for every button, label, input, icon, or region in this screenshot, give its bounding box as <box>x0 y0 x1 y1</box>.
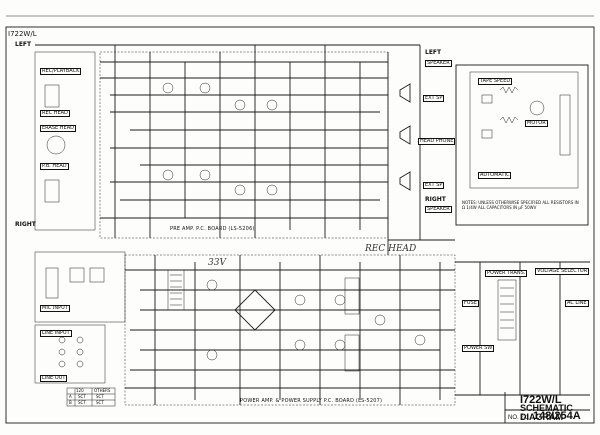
speaker-label-right: SPEAKER <box>425 206 452 213</box>
mechanism-inner <box>469 71 579 189</box>
ext-sp-left-label: EXT SP <box>423 95 445 102</box>
tape-speed-label: TAPE SPEED <box>478 78 513 85</box>
automatic-label: AUTOMATIC <box>478 172 512 179</box>
speaker-jacks <box>399 83 411 191</box>
bus-lines <box>35 44 590 396</box>
legend-header-120: 120 <box>76 388 84 393</box>
title-block-lines <box>504 392 590 423</box>
model-corner-label: I722W/L <box>8 30 37 38</box>
legend-row-b-others: SCT <box>96 400 104 405</box>
left-channel-label: LEFT <box>15 41 32 48</box>
head-block <box>34 51 96 231</box>
preamp-board-label: PRE AMP. P.C. BOARD (LS-5206) <box>170 226 255 232</box>
voltage-selector-label: VOLTAGE SELECTOR <box>535 268 590 275</box>
legend-table-grid <box>66 387 116 407</box>
head-phone-label: HEAD PHONE <box>418 138 456 145</box>
title-schematic: SCHEMATIC DIAGRAM <box>520 403 573 422</box>
legend-header-others: OTHERS <box>94 388 111 393</box>
head-symbols <box>44 84 105 299</box>
title-doc-number: 148I254A <box>533 410 581 422</box>
rec-playback-label: REC/PLAYBACK <box>40 68 82 75</box>
ac-line-label: AC LINE <box>565 300 589 307</box>
power-sw-label: POWER SW <box>462 345 495 352</box>
mechanism-inset <box>455 64 589 226</box>
legend-row-b-120: SCT <box>78 400 86 405</box>
legend-row-b-key: B <box>69 400 72 405</box>
inset-components <box>481 86 571 156</box>
transistors <box>46 82 545 368</box>
mic-input-label: MIC INPUT <box>40 305 70 312</box>
transformers <box>167 269 517 372</box>
output-jack-block <box>34 324 106 384</box>
bridge-rectifier <box>234 289 276 331</box>
notes-text: NOTES: UNLESS OTHERWISE SPECIFIED ALL RE… <box>462 200 579 210</box>
title-model: I722W/L <box>520 394 562 406</box>
legend-row-a-120: SCT <box>78 394 86 399</box>
line-input-label: LINE INPUT <box>40 330 72 337</box>
drawing-border <box>5 26 595 424</box>
legend-row-a-key: A <box>69 394 72 399</box>
motor-label: MOTOR <box>525 120 548 127</box>
input-block <box>34 251 126 323</box>
playback-head-label: P.B. HEAD <box>40 163 69 170</box>
legend-row-a-others: SCT <box>96 394 104 399</box>
right-channel-label: RIGHT <box>15 221 36 228</box>
line-out-label: LINE OUT <box>40 375 68 382</box>
power-transformer-label: POWER TRANS. <box>485 270 528 277</box>
power-board-outline <box>124 254 456 406</box>
handwritten-voltage: 33V <box>208 258 226 268</box>
left-speaker-label: LEFT <box>425 49 442 56</box>
rec-head-label: REC HEAD <box>40 110 70 117</box>
handwritten-rec-head: REC HEAD <box>365 244 417 254</box>
ext-sp-right-label: EXT SP <box>423 182 445 189</box>
fuse-label: FUSE <box>462 300 479 307</box>
erase-head-label: ERASE HEAD <box>40 125 76 132</box>
title-sheet-number: NO. 2-1 <box>508 415 530 421</box>
speaker-label-left: SPEAKER <box>425 60 452 67</box>
preamp-board-outline <box>99 51 389 239</box>
right-speaker-label: RIGHT <box>425 196 446 203</box>
power-board-label: POWER AMP. & POWER SUPPLY P.C. BOARD (LS… <box>240 398 383 404</box>
